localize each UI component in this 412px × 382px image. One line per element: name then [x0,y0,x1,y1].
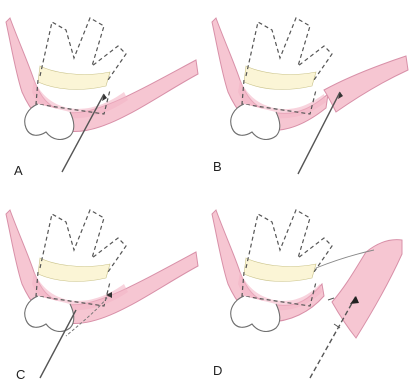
tooth-crown [244,66,316,89]
gum-flap [332,240,402,338]
gum-flap [324,56,408,112]
panel-label-d: D [213,364,222,377]
tooth-crown [38,258,110,281]
panel-b-illustration [206,0,412,190]
panel-c-illustration [0,196,206,382]
panel-a-illustration [0,0,206,190]
tooth-crown [244,258,316,281]
panel-d-illustration [206,196,412,382]
tooth-crown [38,66,110,89]
panel-label-a: A [14,164,23,177]
panel-label-b: B [213,160,222,173]
panel-label-c: C [16,368,25,381]
